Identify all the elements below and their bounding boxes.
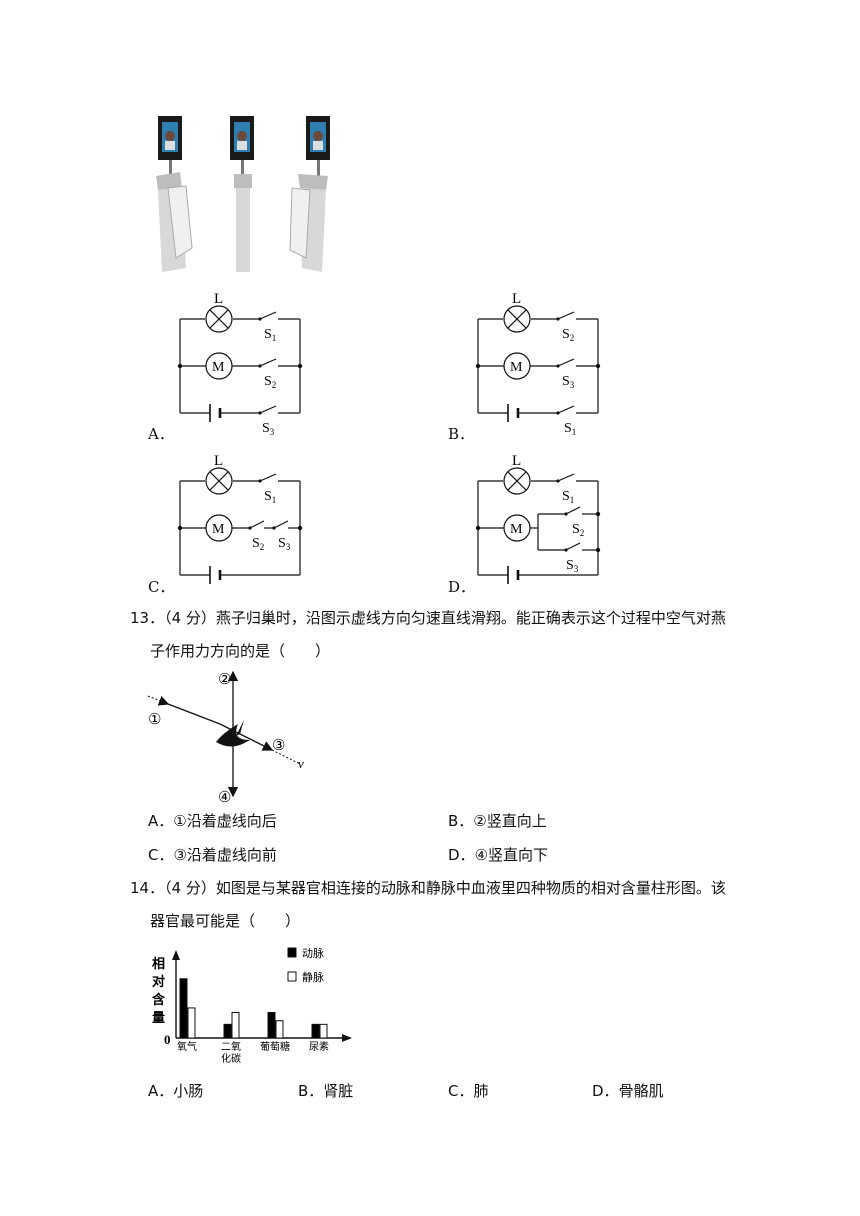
bar-artery <box>311 1023 320 1039</box>
option-a-label: A． <box>148 425 174 443</box>
switch-label: S3 <box>566 558 579 574</box>
switch-label: S2 <box>264 374 276 390</box>
q13-stem-line2: 子作用力方向的是（ ） <box>150 642 331 660</box>
lamp-label: L <box>512 453 521 469</box>
legend-label: 动脉 <box>302 946 324 960</box>
circuit-b: L M S2 S3 S1 <box>475 291 601 436</box>
swallow-force-figure: ② ① ③ v ④ <box>147 670 304 806</box>
switch-label: S3 <box>262 421 275 436</box>
bar-vein <box>275 1020 284 1039</box>
ylabel-char: 量 <box>152 1011 165 1026</box>
switch-label: S2 <box>562 327 574 343</box>
q13-option-a: A．①沿着虚线向后 <box>148 812 277 830</box>
label-3: ③ <box>272 738 285 754</box>
gate-left <box>156 116 193 272</box>
lamp-label: L <box>214 291 223 307</box>
bar-artery <box>179 978 188 1039</box>
q13-option-c: C．③沿着虚线向前 <box>148 846 277 864</box>
switch-label: S2 <box>572 522 584 538</box>
switch-label: S3 <box>278 536 291 552</box>
category-label: 尿素 <box>309 1040 329 1053</box>
label-4: ④ <box>218 790 231 806</box>
legend-label: 静脉 <box>302 970 324 984</box>
velocity-label: v <box>298 756 304 771</box>
option-d-label: D． <box>448 578 476 596</box>
q14-stem-line2: 器官最可能是（ ） <box>150 912 301 930</box>
ylabel-char: 对 <box>152 974 165 990</box>
ylabel-char: 相 <box>152 956 165 972</box>
switch-label: S1 <box>264 489 276 505</box>
q13-option-d: D．④竖直向下 <box>448 846 549 864</box>
motor-label: M <box>510 360 523 375</box>
switch-label: S1 <box>564 421 576 436</box>
bar-artery <box>223 1023 232 1039</box>
category-label: 二氧 <box>221 1040 241 1053</box>
x-axis-arrow <box>342 1034 352 1042</box>
label-2: ② <box>218 672 231 688</box>
ylabel-char: 含 <box>151 992 166 1008</box>
q14-option-d: D．骨骼肌 <box>592 1082 664 1100</box>
gate-right <box>289 116 330 272</box>
q14-option-a: A．小肠 <box>148 1082 204 1100</box>
gate-middle <box>230 116 254 272</box>
switch-label: S3 <box>562 374 575 390</box>
category-label: 氧气 <box>177 1040 197 1053</box>
option-c-label: C． <box>148 578 175 596</box>
lamp-label: L <box>512 291 521 307</box>
circuit-d: L M S1 S2 S3 <box>475 453 601 584</box>
bar-vein <box>231 1011 240 1039</box>
bar-artery <box>267 1011 276 1039</box>
q14-option-b: B．肾脏 <box>298 1082 354 1100</box>
switch-label: S2 <box>252 536 264 552</box>
q14-stem-line1: 14．（4 分）如图是与某器官相连接的动脉和静脉中血液里四种物质的相对含量柱形图… <box>130 879 726 897</box>
face-gate-figure <box>156 116 330 272</box>
switch-label: S1 <box>264 327 276 343</box>
circuit-c: L M S1 S2 S3 <box>177 453 303 584</box>
bar-vein <box>319 1023 328 1039</box>
motor-label: M <box>212 522 225 537</box>
label-1: ① <box>148 712 161 728</box>
option-b-label: B． <box>448 425 475 443</box>
motor-label: M <box>212 360 225 375</box>
category-label: 化碳 <box>221 1052 241 1065</box>
switch-label: S1 <box>562 489 574 505</box>
swallow-icon <box>216 720 250 747</box>
origin-label: 0 <box>164 1032 171 1047</box>
circuit-a: L M S1 S2 S3 <box>177 291 303 436</box>
lamp-label: L <box>214 453 223 469</box>
motor-label: M <box>510 522 523 537</box>
q13-option-b: B．②竖直向上 <box>448 812 547 830</box>
category-label: 葡萄糖 <box>260 1040 290 1053</box>
legend-swatch <box>287 947 297 958</box>
bar-vein <box>187 1007 196 1039</box>
q13-stem-line1: 13．（4 分）燕子归巢时，沿图示虚线方向匀速直线滑翔。能正确表示这个过程中空气… <box>130 609 726 627</box>
y-axis-arrow <box>172 950 180 960</box>
legend-swatch <box>287 971 297 982</box>
q14-option-c: C．肺 <box>448 1082 489 1100</box>
